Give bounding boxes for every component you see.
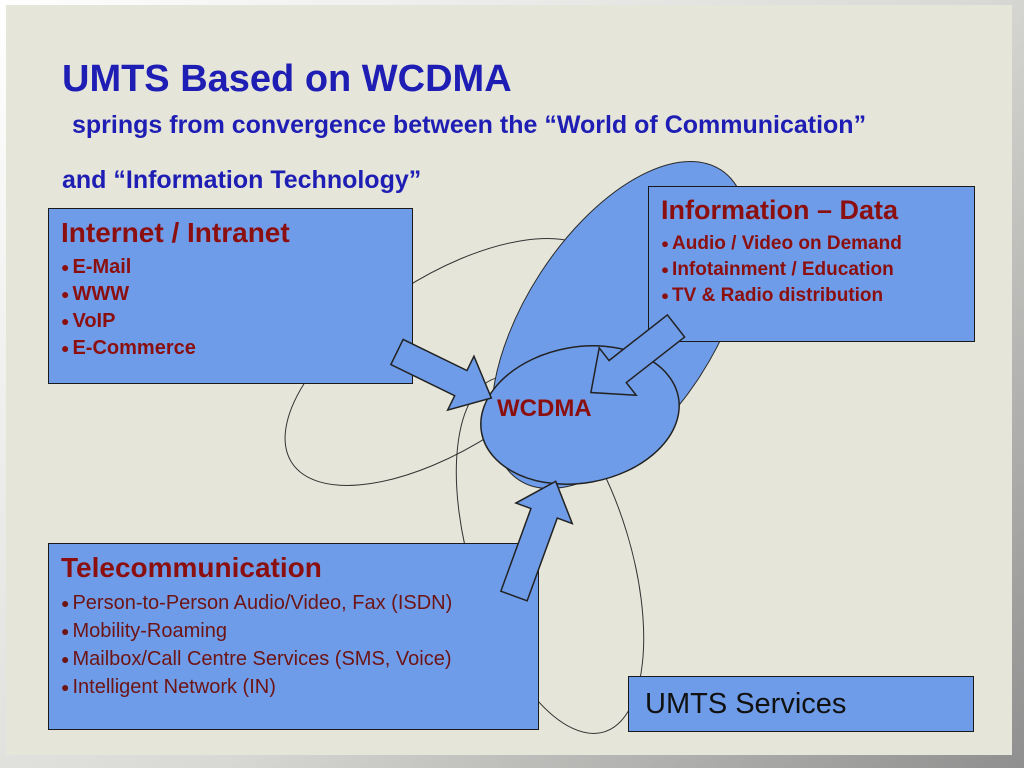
internet-intranet-box: Internet / Intranet E-MailWWWVoIPE-Comme… (48, 208, 413, 384)
bullet-item: Mobility-Roaming (61, 617, 526, 645)
internet-intranet-list: E-MailWWWVoIPE-Commerce (61, 254, 400, 362)
bullet-item: Person-to-Person Audio/Video, Fax (ISDN) (61, 589, 526, 617)
internet-intranet-title: Internet / Intranet (61, 217, 290, 248)
bullet-item: WWW (61, 281, 400, 308)
bullet-item: E-Commerce (61, 335, 400, 362)
subtitle-line-1: springs from convergence between the “Wo… (72, 111, 867, 139)
slide-title: UMTS Based on WCDMA (62, 58, 512, 101)
bullet-item: Infotainment / Education (661, 257, 962, 283)
telecommunication-box: Telecommunication Person-to-Person Audio… (48, 543, 539, 730)
wcdma-label: WCDMA (497, 395, 592, 422)
information-data-list: Audio / Video on DemandInfotainment / Ed… (661, 231, 962, 309)
umts-services-box: UMTS Services (628, 676, 974, 732)
information-data-title: Information – Data (661, 195, 899, 225)
umts-services-label: UMTS Services (645, 687, 847, 720)
subtitle-line-2: and “Information Technology” (62, 166, 422, 194)
bullet-item: Mailbox/Call Centre Services (SMS, Voice… (61, 645, 526, 673)
bullet-item: Intelligent Network (IN) (61, 673, 526, 701)
slide: UMTS Based on WCDMA springs from converg… (6, 5, 1012, 755)
bullet-item: VoIP (61, 308, 400, 335)
bullet-item: Audio / Video on Demand (661, 231, 962, 257)
bullet-item: TV & Radio distribution (661, 283, 962, 309)
bullet-item: E-Mail (61, 254, 400, 281)
telecommunication-title: Telecommunication (61, 552, 322, 583)
telecommunication-list: Person-to-Person Audio/Video, Fax (ISDN)… (61, 589, 526, 701)
information-data-box: Information – Data Audio / Video on Dema… (648, 186, 975, 342)
